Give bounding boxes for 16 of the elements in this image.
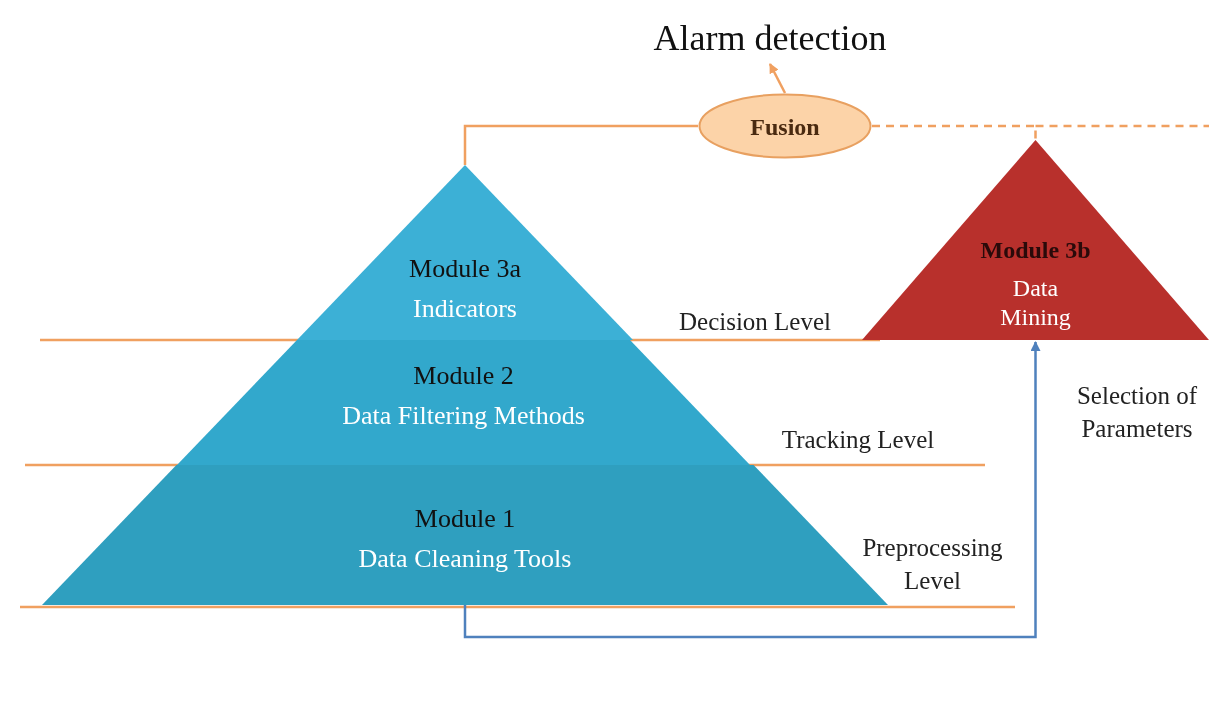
- connector: [463, 124, 698, 165]
- level-label: Tracking Level: [780, 425, 936, 455]
- node-title: Module 3b: [979, 238, 1092, 262]
- node-title: Module 3a: [408, 253, 522, 285]
- node-text: Indicators: [412, 293, 518, 325]
- level-label: Decision Level: [678, 307, 832, 337]
- connector: [463, 341, 1041, 639]
- connector: [768, 63, 787, 94]
- connector: [870, 124, 1209, 142]
- node-title: Module 2: [412, 360, 515, 392]
- node-text: Data Filtering Methods: [341, 400, 586, 432]
- level-label: Preprocessing Level: [861, 533, 1004, 596]
- heading-text: Alarm detection: [600, 14, 940, 64]
- node-title: Module 1: [413, 503, 517, 535]
- node-text: Fusion: [749, 113, 821, 142]
- node-text: Data Mining: [999, 274, 1072, 332]
